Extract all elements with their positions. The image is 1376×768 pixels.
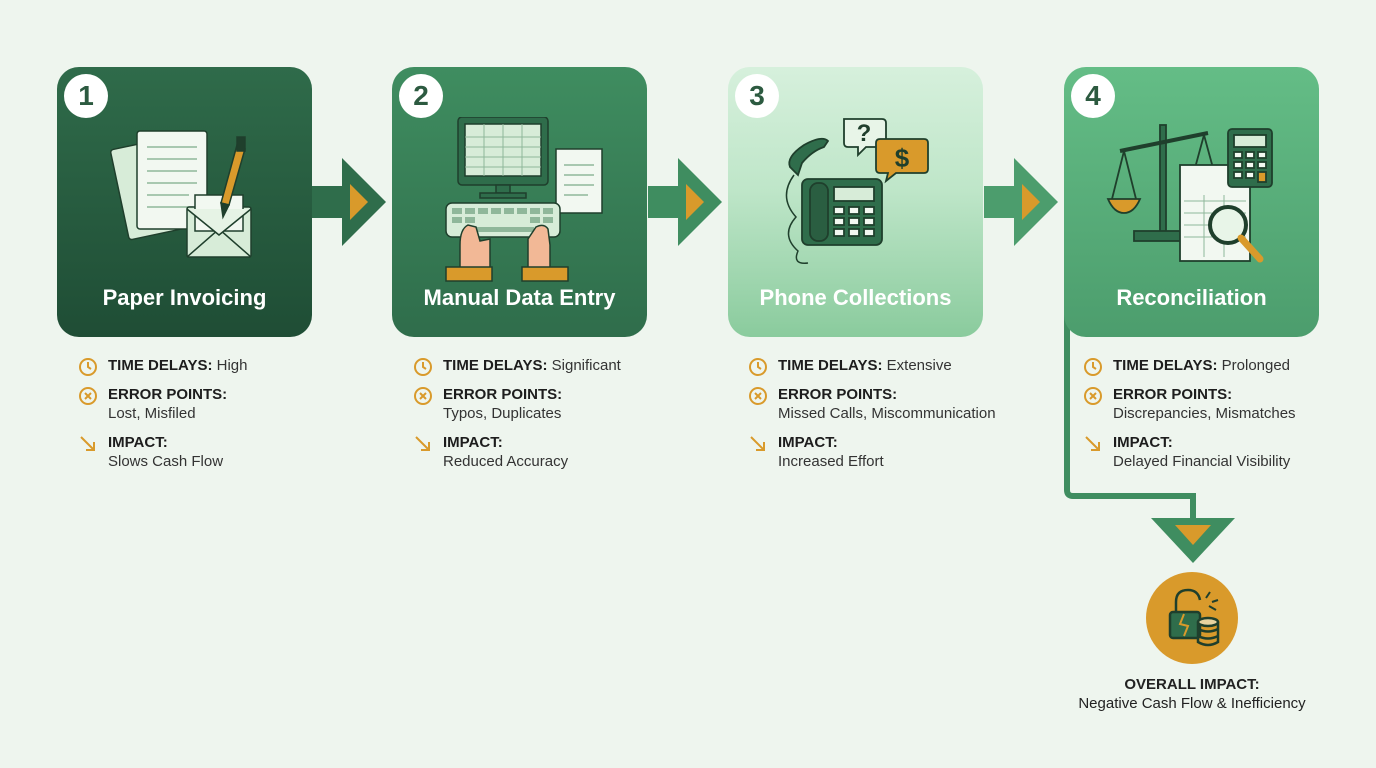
- step-card-2: 2: [392, 67, 647, 337]
- step-details-1: TIME DELAYS: High ERROR POINTS: Lost, Mi…: [78, 356, 328, 481]
- error-points-value: Lost, Misfiled: [108, 405, 196, 422]
- clock-icon: [1084, 358, 1102, 376]
- svg-text:$: $: [895, 143, 910, 173]
- step-card-4: 4: [1064, 67, 1319, 337]
- time-delays-row: TIME DELAYS: High: [78, 356, 328, 376]
- step-number-badge: 3: [735, 74, 779, 118]
- time-delays-value: Extensive: [886, 357, 952, 374]
- step-title: Reconciliation: [1116, 285, 1267, 310]
- impact-label: IMPACT:: [1113, 434, 1173, 451]
- svg-text:?: ?: [857, 120, 872, 147]
- computer-keyboard-typing-hands-icon: [445, 117, 603, 282]
- time-delays-label: TIME DELAYS:: [443, 357, 548, 374]
- step-number-badge: 4: [1071, 74, 1115, 118]
- time-delays-row: TIME DELAYS: Prolonged: [1083, 356, 1333, 376]
- arrow-down-right-icon: [750, 436, 765, 451]
- scale-calculator-spreadsheet-magnifier-icon: [1106, 124, 1273, 263]
- time-delays-label: TIME DELAYS:: [1113, 357, 1218, 374]
- overall-impact-label: OVERALL IMPACT:: [1124, 676, 1260, 693]
- broken-lock-coins-icon: [1146, 572, 1238, 664]
- clock-icon: [749, 358, 767, 376]
- time-delays-row: TIME DELAYS: Significant: [413, 356, 663, 376]
- impact-value: Increased Effort: [778, 453, 884, 470]
- impact-value: Slows Cash Flow: [108, 453, 224, 470]
- time-delays-value: High: [216, 357, 248, 374]
- step-title: Paper Invoicing: [102, 285, 267, 310]
- x-circle-icon: [749, 387, 767, 405]
- time-delays-row: TIME DELAYS: Extensive: [748, 356, 998, 376]
- impact-row: IMPACT: Reduced Accuracy: [413, 433, 663, 471]
- impact-row: IMPACT: Increased Effort: [748, 433, 998, 471]
- arrow-right-icon: [984, 158, 1058, 246]
- paper-documents-envelope-pen-icon: [109, 130, 252, 258]
- time-delays-label: TIME DELAYS:: [108, 357, 213, 374]
- impact-label: IMPACT:: [443, 434, 503, 451]
- overall-impact: OVERALL IMPACT: Negative Cash Flow & Ine…: [1050, 676, 1334, 712]
- arrow-down-right-icon: [415, 436, 430, 451]
- error-points-row: ERROR POINTS: Lost, Misfiled: [78, 385, 328, 423]
- error-points-row: ERROR POINTS: Typos, Duplicates: [413, 385, 663, 423]
- step-card-3: 3 ? $ Phone Collections: [728, 67, 983, 337]
- error-points-row: ERROR POINTS: Discrepancies, Mismatches: [1083, 385, 1333, 423]
- step-details-3: TIME DELAYS: Extensive ERROR POINTS: Mis…: [748, 356, 998, 481]
- overall-impact-value: Negative Cash Flow & Inefficiency: [1078, 695, 1306, 712]
- x-circle-icon: [414, 387, 432, 405]
- step-title: Manual Data Entry: [423, 285, 616, 310]
- step-title: Phone Collections: [759, 285, 952, 310]
- impact-row: IMPACT: Delayed Financial Visibility: [1083, 433, 1333, 471]
- error-points-label: ERROR POINTS:: [108, 386, 228, 403]
- impact-label: IMPACT:: [108, 434, 168, 451]
- error-points-label: ERROR POINTS:: [1113, 386, 1233, 403]
- arrow-right-icon: [648, 158, 722, 246]
- impact-value: Reduced Accuracy: [443, 453, 569, 470]
- x-circle-icon: [79, 387, 97, 405]
- arrow-down-right-icon: [80, 436, 95, 451]
- telephone-question-dollar-icon: ? $: [785, 118, 929, 264]
- step-number-badge: 2: [399, 74, 443, 118]
- step-card-1: 1 Paper Invoicing: [57, 67, 312, 337]
- impact-row: IMPACT: Slows Cash Flow: [78, 433, 328, 471]
- arrow-down-right-icon: [1085, 436, 1100, 451]
- time-delays-value: Prolonged: [1221, 357, 1291, 374]
- step-number-badge: 1: [64, 74, 108, 118]
- clock-icon: [414, 358, 432, 376]
- error-points-label: ERROR POINTS:: [778, 386, 898, 403]
- impact-label: IMPACT:: [778, 434, 838, 451]
- step-details-2: TIME DELAYS: Significant ERROR POINTS: T…: [413, 356, 663, 481]
- time-delays-label: TIME DELAYS:: [778, 357, 883, 374]
- clock-icon: [79, 358, 97, 376]
- impact-value: Delayed Financial Visibility: [1113, 453, 1291, 470]
- x-circle-icon: [1084, 387, 1102, 405]
- step-details-4: TIME DELAYS: Prolonged ERROR POINTS: Dis…: [1083, 356, 1333, 481]
- time-delays-value: Significant: [551, 357, 621, 374]
- error-points-value: Discrepancies, Mismatches: [1113, 405, 1296, 422]
- error-points-value: Typos, Duplicates: [443, 405, 562, 422]
- error-points-value: Missed Calls, Miscommunication: [778, 405, 996, 422]
- error-points-row: ERROR POINTS: Missed Calls, Miscommunica…: [748, 385, 998, 423]
- error-points-label: ERROR POINTS:: [443, 386, 563, 403]
- arrow-right-icon: [312, 158, 386, 246]
- down-connector: [1064, 270, 1235, 563]
